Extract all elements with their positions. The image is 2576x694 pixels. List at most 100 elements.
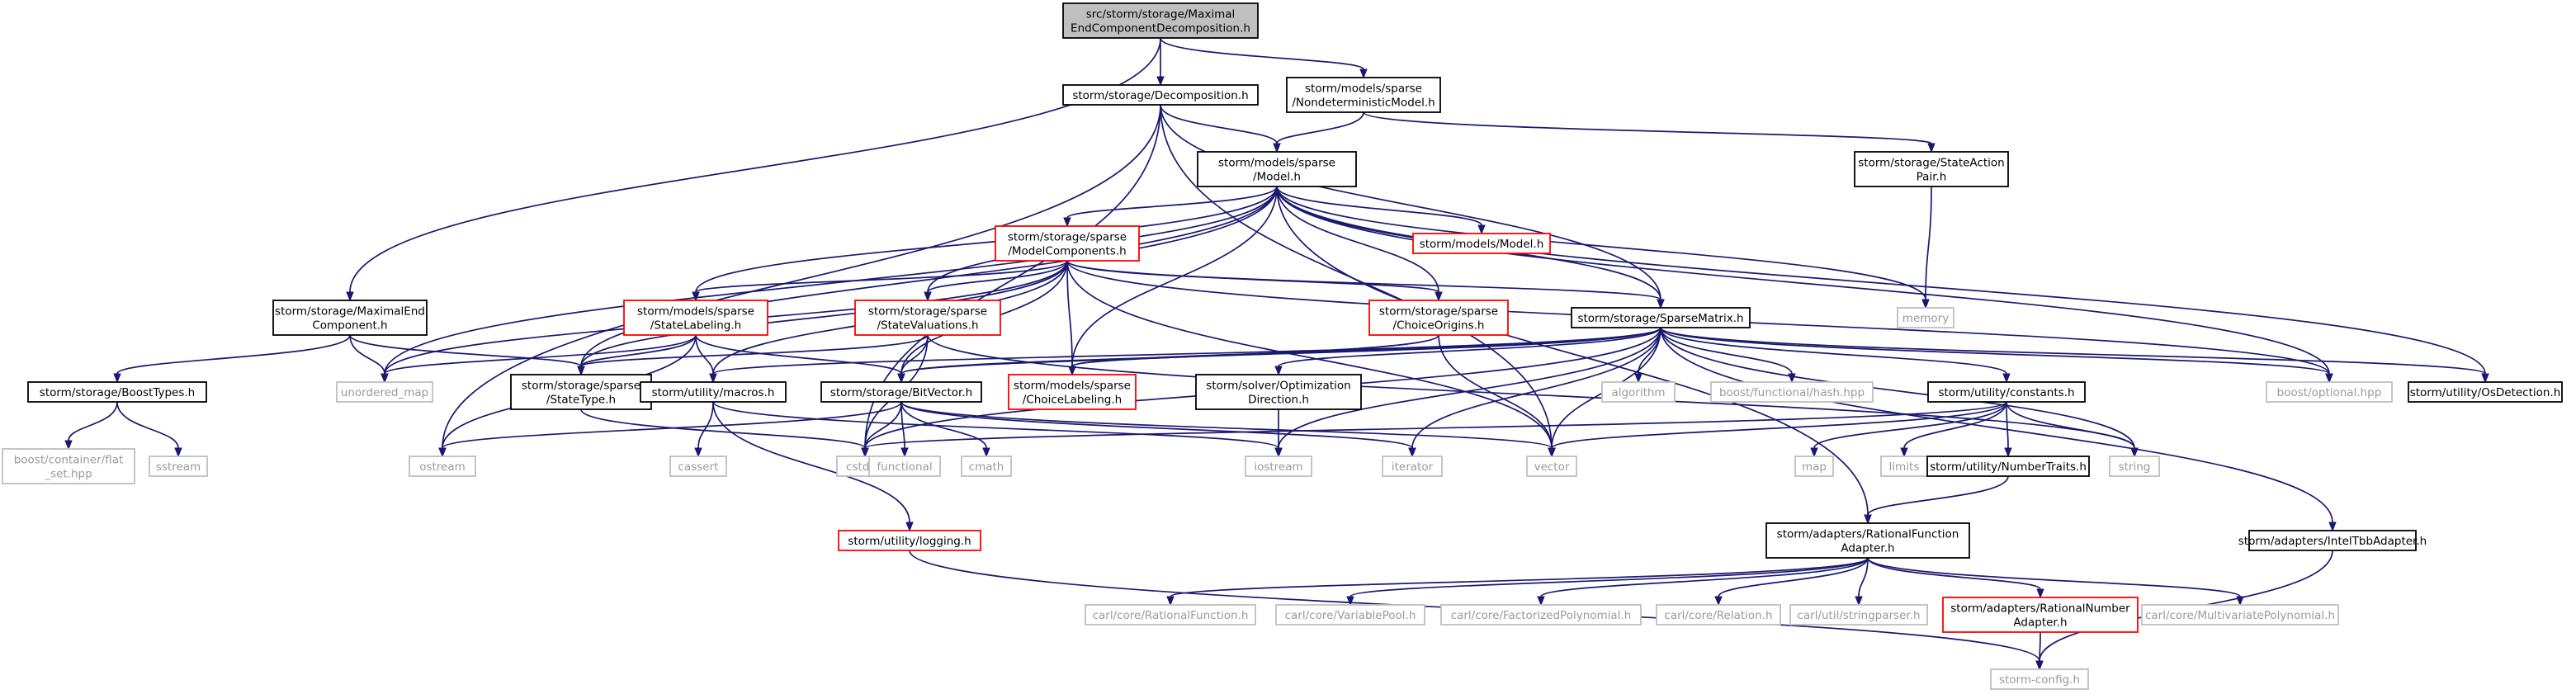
edge-numtraits-to-rfadapter (1864, 475, 2009, 525)
edge-bitvector-to-ostream (438, 401, 902, 458)
node-sstream: sstream (149, 456, 208, 477)
node-statelab[interactable]: storm/models/sparse/StateLabeling.h (623, 300, 768, 336)
node-boosttypes[interactable]: storm/storage/BoostTypes.h (27, 381, 207, 403)
node-label: storm/storage/sparse (1379, 305, 1498, 319)
edge-constants-to-cstdint (861, 401, 2007, 458)
node-choiceorig[interactable]: storm/storage/sparse/ChoiceOrigins.h (1368, 300, 1509, 336)
edge-sparsematrix-to-optdir (1274, 327, 1661, 376)
edge-sparsematrix-to-constants (1660, 327, 2011, 384)
edge-rfadapter-to-ratfunc (1166, 557, 1869, 607)
node-label: Adapter.h (2013, 616, 2067, 630)
edge-boosttypes-to-sstream (116, 401, 182, 458)
edge-model-to-modelh (1276, 186, 1486, 235)
node-sparsematrix[interactable]: storm/storage/SparseMatrix.h (1571, 307, 1751, 328)
edge-rfadapter-to-rnadapter (1867, 557, 2044, 599)
node-flatset: boost/container/flat_set.hpp (2, 448, 135, 484)
edge-modelcomp-to-stateval (924, 260, 1068, 302)
edge-ndmodel-to-model (1273, 111, 1364, 153)
node-ratfunc: carl/core/RationalFunction.h (1085, 604, 1256, 626)
node-string: string (2109, 456, 2160, 477)
node-tbbadapter[interactable]: storm/adapters/IntelTbbAdapter.h (2238, 530, 2427, 551)
edge-macros-to-logging (712, 401, 914, 532)
node-label: src/storm/storage/Maximal (1086, 8, 1236, 21)
node-label: storm/models/sparse (1014, 380, 1131, 393)
node-label: storm/storage/Decomposition.h (1072, 89, 1248, 102)
node-label: storm/storage/sparse (868, 305, 987, 319)
node-label: iostream (1254, 460, 1302, 474)
edge-root-to-decomp (1156, 38, 1165, 87)
node-vector: vector (1526, 456, 1577, 477)
node-label: storm/models/sparse (1218, 157, 1335, 170)
node-ostream: ostream (409, 456, 476, 477)
node-model[interactable]: storm/models/sparse/Model.h (1197, 151, 1357, 187)
node-limits: limits (1880, 456, 1928, 477)
node-label: boost/container/flat (14, 454, 124, 467)
edge-model-to-choicelab (1068, 186, 1278, 376)
node-strparser: carl/util/stringparser.h (1789, 604, 1928, 626)
node-factpoly: carl/core/FactorizedPolynomial.h (1440, 604, 1642, 626)
node-label: storm/storage/sparse (522, 380, 640, 393)
node-optional: boost/optional.hpp (2266, 381, 2393, 403)
edge-decomp-to-model (1160, 104, 1281, 153)
edge-bitvector-to-functional (900, 401, 909, 458)
node-label: /StateType.h (546, 394, 616, 407)
node-label: storm/storage/BoostTypes.h (40, 386, 195, 399)
node-algorithm: algorithm (1601, 381, 1676, 403)
node-statetype[interactable]: storm/storage/sparse/StateType.h (510, 374, 652, 410)
node-iostream: iostream (1245, 456, 1312, 477)
node-root[interactable]: src/storm/storage/MaximalEndComponentDec… (1062, 2, 1259, 39)
edge-constants-to-map (1810, 401, 2007, 458)
edge-root-to-ndmodel (1160, 37, 1368, 79)
node-macros[interactable]: storm/utility/macros.h (640, 381, 787, 403)
edge-bitvector-to-cmath (900, 401, 990, 458)
node-label: memory (1902, 312, 1949, 325)
node-label: storm/utility/macros.h (652, 386, 775, 399)
node-label: /ChoiceLabeling.h (1023, 394, 1122, 407)
node-constants[interactable]: storm/utility/constants.h (1927, 381, 2086, 403)
node-label: vector (1534, 460, 1570, 474)
node-label: EndComponentDecomposition.h (1071, 22, 1250, 35)
node-label: Pair.h (1917, 171, 1947, 184)
node-functional: functional (868, 456, 941, 477)
edge-modelcomp-to-choicelab (1066, 260, 1076, 376)
node-ndmodel[interactable]: storm/models/sparse/NondeterministicMode… (1286, 77, 1441, 113)
node-label: storm/adapters/RationalFunction (1777, 528, 1959, 541)
node-unordered_map: unordered_map (336, 381, 433, 403)
edge-boosttypes-to-flatset (64, 401, 118, 451)
node-osdetect[interactable]: storm/utility/OsDetection.h (2408, 381, 2563, 403)
node-label: storm/storage/sparse (1008, 231, 1127, 244)
node-label: unordered_map (341, 386, 428, 399)
node-decomp[interactable]: storm/storage/Decomposition.h (1062, 84, 1259, 106)
node-map: map (1794, 456, 1834, 477)
edge-constants-to-limits (1900, 401, 2007, 458)
edge-macros-to-cassert (694, 401, 714, 458)
node-label: cassert (678, 460, 719, 474)
node-label: carl/util/stringparser.h (1797, 609, 1920, 622)
node-logging[interactable]: storm/utility/logging.h (838, 530, 981, 551)
node-cassert: cassert (669, 456, 727, 477)
node-numtraits[interactable]: storm/utility/NumberTraits.h (1926, 456, 2090, 477)
node-bitvector[interactable]: storm/storage/BitVector.h (820, 381, 982, 403)
node-label: storm/utility/logging.h (848, 535, 971, 548)
node-label: carl/core/MultivariatePolynomial.h (2145, 609, 2335, 622)
node-modelh[interactable]: storm/models/Model.h (1412, 233, 1551, 254)
edge-statelab-to-bitvector (695, 334, 905, 384)
node-label: /ModelComponents.h (1008, 245, 1126, 258)
edge-sparsematrix-to-tbbadapter (1660, 327, 2337, 532)
edge-ndmodel-to-sap (1363, 111, 1936, 153)
edge-rfadapter-to-varpool (1346, 557, 1869, 607)
edge-decomp-to-sparsematrix (1160, 104, 1665, 309)
node-label: storm/models/sparse (1305, 83, 1422, 96)
node-label: carl/core/RationalFunction.h (1093, 609, 1249, 622)
edge-rfadapter-to-factpoly (1537, 557, 1869, 607)
node-choicelab[interactable]: storm/models/sparse/ChoiceLabeling.h (1008, 374, 1137, 410)
node-stateval[interactable]: storm/storage/sparse/StateValuations.h (854, 300, 1001, 336)
node-label: string (2119, 460, 2151, 474)
edge-constants-to-numtraits (2004, 401, 2012, 458)
node-modelcomp[interactable]: storm/storage/sparse/ModelComponents.h (995, 225, 1140, 262)
